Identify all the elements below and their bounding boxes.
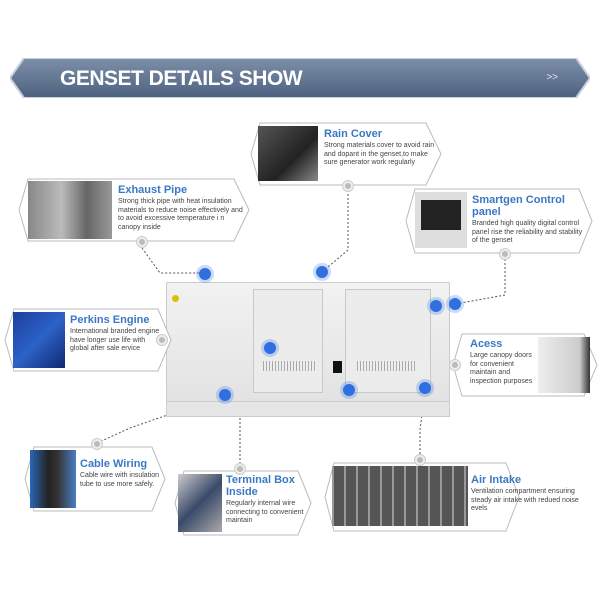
connector-node — [450, 360, 460, 370]
warning-icon — [172, 295, 179, 302]
card-text: Regularly internal wire connecting to co… — [226, 500, 304, 524]
card-title: Rain Cover — [324, 128, 383, 140]
exhaust-pipe-photo — [28, 181, 112, 239]
hotspot-air[interactable] — [419, 382, 431, 394]
card-text: Large canopy doors for convenient mainta… — [470, 352, 533, 385]
card-title: Smartgen Control panel — [472, 194, 565, 218]
hotspot-terminal[interactable] — [343, 384, 355, 396]
vent-left — [263, 361, 317, 371]
card-title: Air Intake — [471, 474, 522, 486]
hotspot-access[interactable] — [430, 300, 442, 312]
header-banner: GENSET DETAILS SHOW >> — [10, 58, 590, 98]
hotspot-exhaust[interactable] — [199, 268, 211, 280]
terminal-box-photo — [178, 474, 222, 532]
control-panel-photo — [415, 192, 467, 248]
card-text: Ventilation compartment ensuring steady … — [471, 488, 579, 512]
canopy-door-right — [345, 289, 431, 393]
switch-icon — [333, 361, 342, 373]
card-text: International branded engine have longer… — [70, 328, 160, 352]
card-title: Acess — [470, 338, 503, 350]
card-title: Cable Wiring — [80, 458, 148, 470]
engine-photo — [13, 312, 65, 368]
hotspot-rain[interactable] — [316, 266, 328, 278]
connector-node — [500, 249, 510, 259]
genset-canopy — [166, 282, 450, 417]
genset-base — [166, 401, 450, 417]
rain-cover-photo — [258, 126, 318, 181]
connector-node — [343, 181, 353, 191]
card-title: Exhaust Pipe — [118, 184, 188, 196]
page-title: GENSET DETAILS SHOW — [60, 67, 303, 90]
hotspot-engine[interactable] — [264, 342, 276, 354]
connector-node — [157, 335, 167, 345]
connector-node — [92, 439, 102, 449]
card-text: Strong materials cover to avoid rain and… — [324, 142, 435, 166]
card-text: Branded high quality digital control pan… — [472, 220, 583, 244]
card-air-intake — [324, 462, 520, 532]
card-title: Perkins Engine — [70, 314, 150, 326]
cable-photo — [30, 450, 76, 508]
connector-node — [137, 237, 147, 247]
canopy-door-left — [253, 289, 323, 393]
connector-node — [415, 455, 425, 465]
card-text: Cable wire with insulation tube to use m… — [80, 472, 159, 488]
canopy-door-photo — [538, 337, 590, 393]
vent-right — [357, 361, 417, 371]
card-text: Strong thick pipe with heat insulation m… — [118, 198, 243, 231]
air-intake-photo — [332, 466, 468, 526]
hotspot-control[interactable] — [449, 298, 461, 310]
connector-node — [235, 464, 245, 474]
card-title: Terminal Box Inside — [226, 474, 295, 498]
air-intake-text: Air Intake Ventilation compartment ensur… — [471, 474, 591, 514]
more-link[interactable]: >> — [546, 72, 558, 83]
hotspot-cable[interactable] — [219, 389, 231, 401]
